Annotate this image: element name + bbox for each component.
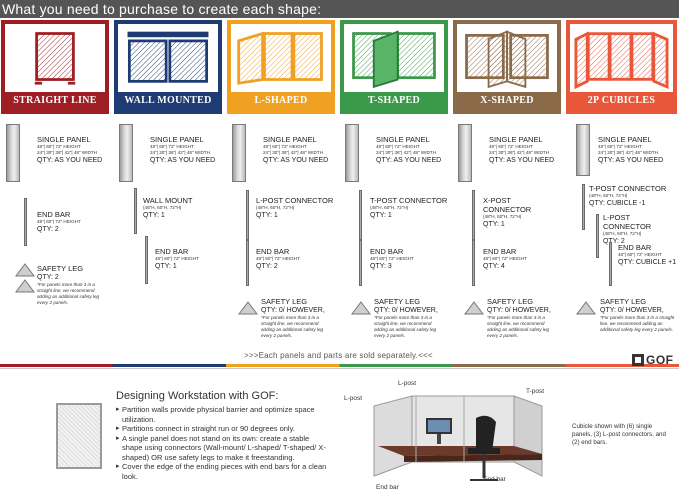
gof-logo: GOF xyxy=(632,353,674,367)
header-l-shaped: L-SHAPED xyxy=(227,20,335,114)
item-safety-leg: SAFETY LEG QTY: 2 *For panels more than … xyxy=(37,264,100,305)
single-panel-image xyxy=(576,124,590,176)
end-bar-image xyxy=(24,198,27,246)
end-bar-image xyxy=(609,242,612,286)
callout-endbar-right: End bar xyxy=(483,476,506,483)
item-single-panel: SINGLE PANEL 48"| 60"| 72" HEIGHT 24"| 3… xyxy=(263,135,329,164)
end-bar-image xyxy=(246,240,249,286)
designing-title: Designing Workstation with GOF: xyxy=(116,390,279,402)
wall-mount-image xyxy=(134,188,137,234)
header-label: X-SHAPED xyxy=(457,92,557,110)
gof-logo-mark xyxy=(632,354,644,366)
callout-tpost: T-post xyxy=(526,388,545,395)
header-x-shaped: X-SHAPED xyxy=(453,20,561,114)
single-panel-image xyxy=(232,124,246,182)
l-post-image xyxy=(246,190,249,240)
header-wall-mounted: WALL MOUNTED xyxy=(114,20,222,114)
item-end-bar: END BAR 48"| 60"| 72" HEIGHT QTY: 3 xyxy=(370,247,414,270)
item-single-panel: SINGLE PANEL 48"| 60"| 72" HEIGHT 24"| 3… xyxy=(489,135,555,164)
header-label: STRAIGHT LINE xyxy=(5,92,105,110)
bullet-item: A single panel does not stand on its own… xyxy=(116,434,328,463)
t-post-image xyxy=(582,184,585,230)
safety-leg-icon xyxy=(351,301,371,315)
item-safety-leg: SAFETY LEG QTY: 0/ however, *For panels … xyxy=(600,297,675,332)
item-t-post-connector: T-POST CONNECTOR (48"H, 60"H, 72"H) QTY:… xyxy=(370,196,448,219)
sold-separately-notice: >>>Each panels and parts are sold separa… xyxy=(244,351,433,360)
item-safety-leg: SAFETY LEG QTY: 0/ however, *For panels … xyxy=(487,297,551,338)
item-end-bar: END BAR 48"| 60"| 72" HEIGHT QTY: Cubicl… xyxy=(618,243,677,266)
item-t-post-connector: T-POST CONNECTOR (48"H, 60"H, 72"H) QTY:… xyxy=(589,184,667,207)
safety-leg-icon xyxy=(576,301,596,315)
x-post-image xyxy=(472,190,475,240)
single-panel-image xyxy=(119,124,133,182)
header-label: WALL MOUNTED xyxy=(118,92,218,110)
callout-endbar-left: End bar xyxy=(376,484,399,491)
header-straight-line: STRAIGHT LINE xyxy=(1,20,109,114)
single-panel-image xyxy=(458,124,472,182)
t-post-image xyxy=(359,190,362,240)
wall-mounted-diagram xyxy=(127,31,209,83)
item-safety-leg: SAFETY LEG QTY: 0/ however, *For panels … xyxy=(374,297,438,338)
item-single-panel: SINGLE PANEL 48"| 60"| 72" HEIGHT 24"| 3… xyxy=(150,135,216,164)
designing-bullets: Partition walls provide physical barrier… xyxy=(116,405,328,481)
title-bar xyxy=(0,0,679,18)
item-single-panel: SINGLE PANEL 48"| 60"| 72" HEIGHT 24"| 3… xyxy=(37,135,103,164)
end-bar-image xyxy=(472,240,475,286)
header-label: T-SHAPED xyxy=(344,92,444,110)
safety-leg-icon xyxy=(464,301,484,315)
bullet-item: Cover the edge of the ending pieces with… xyxy=(116,462,328,481)
cubicle-caption: Cubicle shown with (6) single panels, (3… xyxy=(572,423,666,446)
item-l-post-connector: L-POST CONNECTOR (48"H, 60"H, 72"H) QTY:… xyxy=(256,196,334,219)
item-single-panel: SINGLE PANEL 48"| 60"| 72" HEIGHT 24"| 3… xyxy=(598,135,664,164)
callout-lpost-left: L-post xyxy=(344,395,363,402)
cubicles-diagram xyxy=(574,31,669,90)
x-shaped-diagram xyxy=(465,30,549,89)
sample-panel-image xyxy=(56,403,102,469)
item-end-bar: END BAR 48"| 60"| 72" HEIGHT QTY: 4 xyxy=(483,247,527,270)
item-safety-leg: SAFETY LEG QTY: 0/ however, *For panels … xyxy=(261,297,325,338)
end-bar-image xyxy=(359,240,362,286)
item-end-bar: END BAR 48"| 60"| 72" HEIGHT QTY: 2 xyxy=(37,210,81,233)
header-2p-cubicles: 2P CUBICLES xyxy=(566,20,677,114)
item-wall-mount: WALL MOUNT (48"H, 60"H, 72"H) QTY: 1 xyxy=(143,196,193,219)
item-end-bar: END BAR 48"| 60"| 72" HEIGHT QTY: 2 xyxy=(256,247,300,270)
item-x-post-connector: X-POST CONNECTOR (48"H, 60"H, 72"H) QTY:… xyxy=(483,196,532,228)
separator-line xyxy=(0,368,679,369)
callout-lpost-top: L-post xyxy=(398,380,417,387)
single-panel-image xyxy=(345,124,359,182)
bullet-item: Partition walls provide physical barrier… xyxy=(116,405,328,424)
item-single-panel: SINGLE PANEL 48"| 60"| 72" HEIGHT 24"| 3… xyxy=(376,135,442,164)
header-t-shaped: T-SHAPED xyxy=(340,20,448,114)
gof-logo-text: GOF xyxy=(646,353,674,367)
single-panel-image xyxy=(6,124,20,182)
item-l-post-connector: L-POST CONNECTOR (48"H, 60"H, 72"H) QTY:… xyxy=(603,213,652,245)
separator-bar xyxy=(0,364,679,367)
bullet-item: Partitions connect in straight run or 90… xyxy=(116,424,328,434)
t-shaped-diagram xyxy=(352,30,436,89)
safety-leg-icon xyxy=(238,301,258,315)
safety-leg-icon xyxy=(15,263,35,293)
l-post-image xyxy=(596,214,599,258)
cubicle-photo xyxy=(373,395,543,481)
l-shaped-diagram xyxy=(237,31,323,85)
page-title: What you need to purchase to create each… xyxy=(2,1,322,17)
header-label: 2P CUBICLES xyxy=(570,92,673,110)
header-label: L-SHAPED xyxy=(231,92,331,110)
end-bar-image xyxy=(145,236,148,284)
item-end-bar: END BAR 48"| 60"| 72" HEIGHT QTY: 1 xyxy=(155,247,199,270)
straight-line-diagram xyxy=(34,32,76,85)
